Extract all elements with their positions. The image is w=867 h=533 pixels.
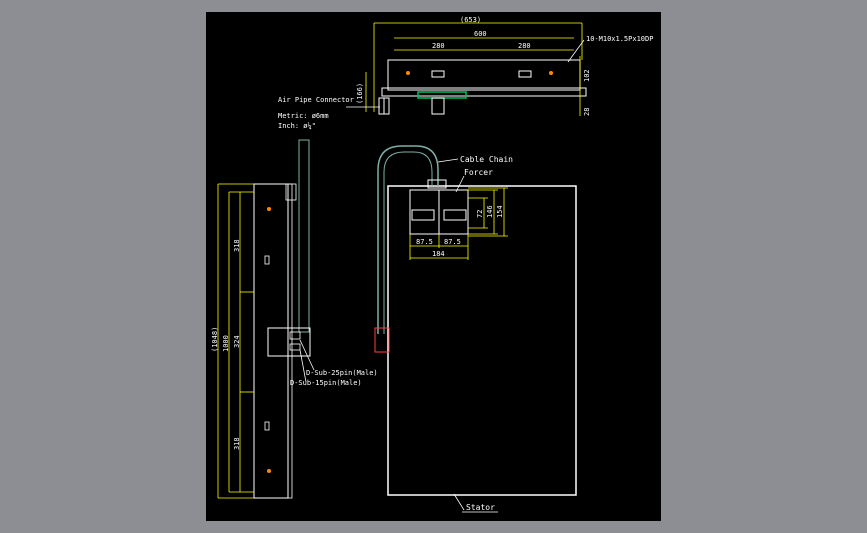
cable-chain-label: Cable Chain xyxy=(460,155,513,164)
dim-side-overall: (1048) xyxy=(211,327,219,352)
cable-end-connector xyxy=(374,327,390,353)
air-pipe-connector-shape xyxy=(378,97,445,115)
side-view-stator xyxy=(253,183,289,499)
tap-note-leader xyxy=(567,39,585,63)
side-dim-lines xyxy=(217,183,254,499)
stator-leader xyxy=(453,493,465,511)
top-view-slot xyxy=(431,70,445,78)
dim-top-overall: (653) xyxy=(460,16,481,24)
top-view-body-outer xyxy=(381,87,587,97)
air-pipe-metric: Metric: ø6mm xyxy=(278,112,329,120)
cable-chain-top-green xyxy=(417,91,467,99)
dim-side-mid: 324 xyxy=(233,335,241,348)
stator-label: Stator xyxy=(466,503,495,512)
dsub15-label: D-Sub-15pin(Male) xyxy=(290,379,362,387)
forcer-block xyxy=(409,189,469,235)
stator-outline xyxy=(387,185,577,496)
cad-drawing: (653) 600 280 280 (166) 102 28 10-M10x1.… xyxy=(211,16,653,513)
dim-top-inner: 600 xyxy=(474,30,487,38)
dim-right-height: 102 xyxy=(583,69,591,82)
air-pipe-inch: Inch: ø¼" xyxy=(278,122,316,130)
side-view-forcer xyxy=(267,327,311,357)
dim-front-154: 154 xyxy=(496,205,504,218)
top-view-hole xyxy=(406,71,410,75)
dim-front-87-5-left: 87.5 xyxy=(416,238,433,246)
dim-top-half-left: 280 xyxy=(432,42,445,50)
dsub25-label: D-Sub-25pin(Male) xyxy=(306,369,378,377)
dsub15-leader xyxy=(299,349,307,383)
cable-chain-loop xyxy=(377,145,439,334)
dsub25-connector xyxy=(289,331,301,340)
dim-front-72: 72 xyxy=(476,210,484,218)
dim-front-87-5-right: 87.5 xyxy=(444,238,461,246)
air-pipe-title: Air Pipe Connector xyxy=(278,96,354,104)
side-view-hole xyxy=(267,207,271,211)
dsub25-leader xyxy=(299,339,315,371)
dim-top-height: (166) xyxy=(356,83,364,104)
dim-side-top: 318 xyxy=(233,239,241,252)
side-view-cable xyxy=(298,139,310,333)
top-view-body xyxy=(387,59,581,91)
forcer-label: Forcer xyxy=(464,168,493,177)
tap-note: 10-M10x1.5Px10DP xyxy=(586,35,653,43)
cad-drawing-canvas: (653) 600 280 280 (166) 102 28 10-M10x1.… xyxy=(206,12,661,521)
dsub15-connector xyxy=(289,343,301,351)
forcer-connector-top xyxy=(427,179,447,189)
dim-side-bottom: 318 xyxy=(233,437,241,450)
side-view-slot xyxy=(264,421,270,431)
side-view-hole xyxy=(267,469,271,473)
top-dim-lines xyxy=(365,22,583,116)
side-view-rail xyxy=(287,183,293,499)
dim-right-small: 28 xyxy=(583,108,591,116)
forcer-leader xyxy=(455,175,465,193)
cable-chain-loop-inner xyxy=(383,151,433,334)
top-view-slot xyxy=(518,70,532,78)
top-view-hole xyxy=(549,71,553,75)
side-view: (1048) 1000 318 324 318 D-Sub-25pin(Male… xyxy=(211,139,378,499)
dim-front-146: 146 xyxy=(486,205,494,218)
dim-side-total: 1000 xyxy=(222,335,230,352)
side-view-mount xyxy=(285,183,297,201)
front-view: 72 146 154 87.5 87.5 184 Cable Chain For… xyxy=(374,145,577,513)
cable-chain-leader xyxy=(437,158,459,163)
dim-top-half-right: 280 xyxy=(518,42,531,50)
front-dim-lines xyxy=(409,187,508,260)
side-view-slot xyxy=(264,255,270,265)
top-view: (653) 600 280 280 (166) 102 28 10-M10x1.… xyxy=(278,16,653,130)
dim-front-184: 184 xyxy=(432,250,445,258)
